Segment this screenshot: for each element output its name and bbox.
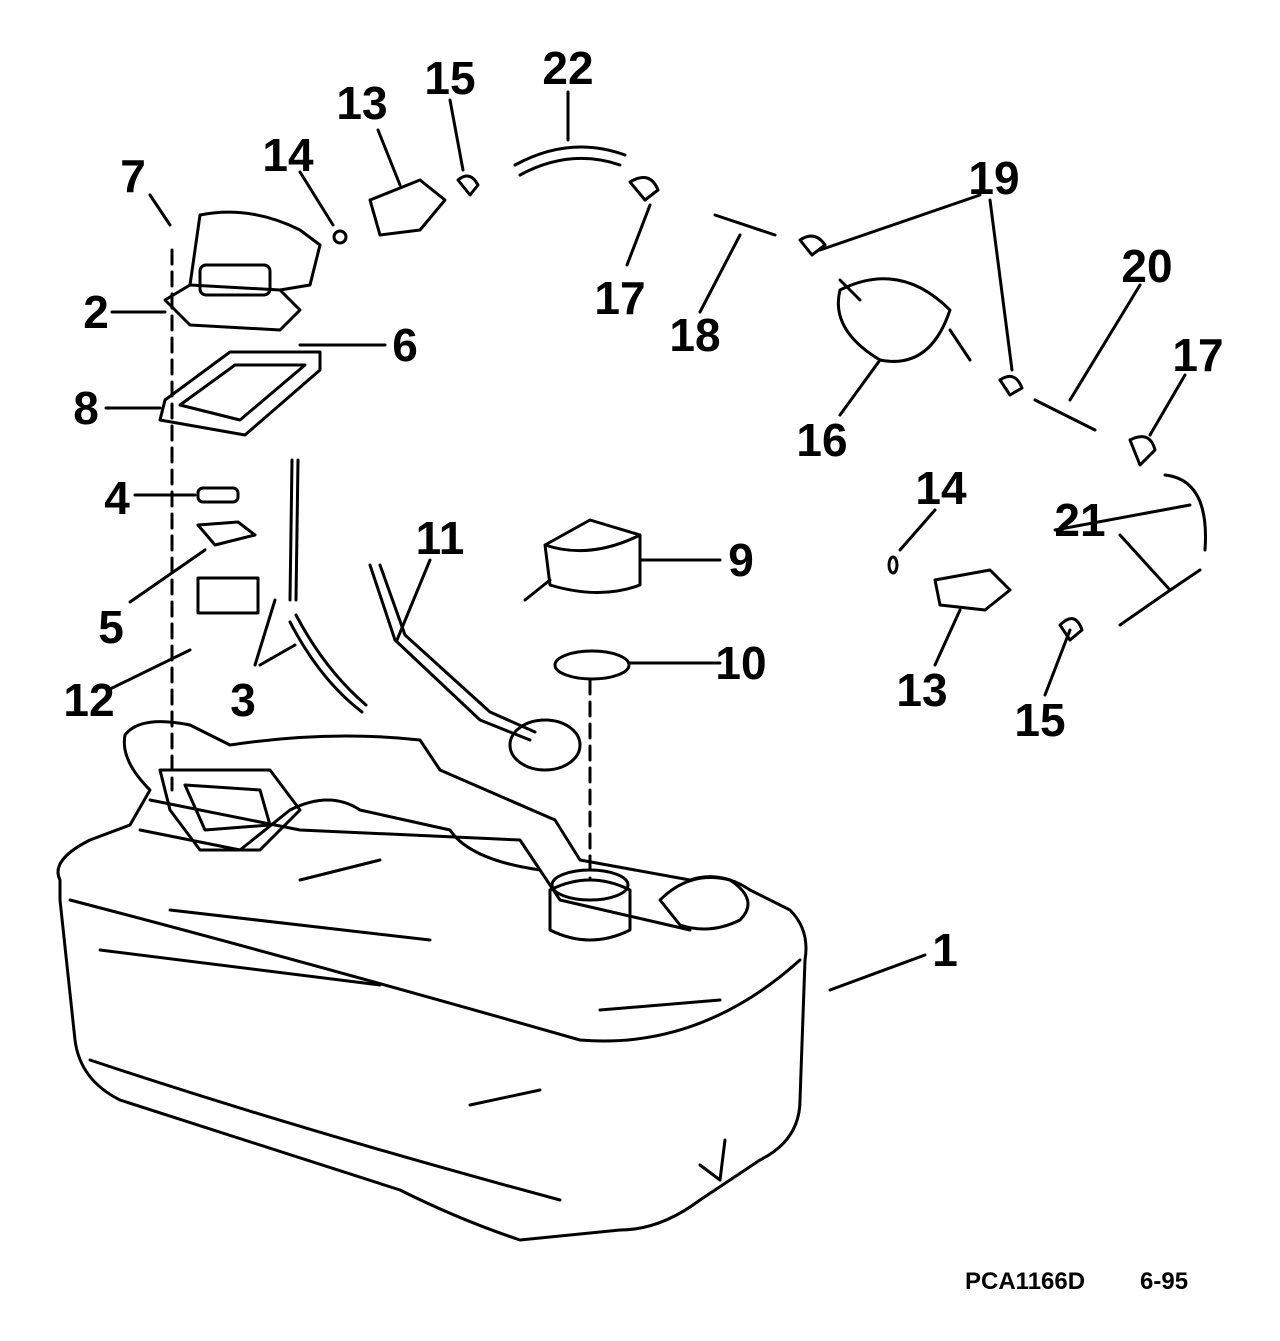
callout-14: 14 — [262, 129, 314, 181]
clamp-15b — [1058, 617, 1084, 642]
callout-18: 18 — [669, 309, 721, 361]
hose-22 — [513, 145, 627, 177]
callout-16: 16 — [796, 414, 848, 466]
cap-seal — [553, 649, 631, 681]
callout-21: 21 — [1054, 494, 1106, 546]
assembly-lines — [170, 248, 592, 882]
callout-14: 14 — [915, 462, 967, 514]
clamp-17b — [1128, 435, 1157, 467]
seal — [196, 520, 257, 547]
callout-17: 17 — [594, 272, 646, 324]
float-arm — [368, 563, 537, 742]
fitting-18 — [713, 213, 777, 237]
clamp-19 — [798, 234, 1024, 397]
clamp-17 — [628, 176, 660, 202]
fuel-tank — [56, 720, 808, 1242]
o-ring-14 — [332, 229, 348, 245]
callout-17: 17 — [1172, 329, 1224, 381]
callout-5: 5 — [98, 601, 124, 653]
connector-13b — [933, 568, 1012, 612]
retainer — [196, 486, 240, 504]
hose-21 — [1118, 473, 1207, 627]
callout-3: 3 — [230, 674, 256, 726]
connector-13 — [368, 178, 447, 237]
callout-11: 11 — [415, 512, 465, 564]
callout-15: 15 — [1014, 694, 1066, 746]
callout-22: 22 — [542, 42, 594, 94]
callout-12: 12 — [63, 674, 115, 726]
float — [508, 718, 582, 772]
callout-13: 13 — [896, 664, 948, 716]
leader-lines — [104, 90, 1192, 992]
o-ring-14b — [887, 555, 899, 575]
callout-19: 19 — [968, 152, 1020, 204]
callout-7: 7 — [120, 150, 146, 202]
callout-13: 13 — [336, 77, 388, 129]
callout-10: 10 — [715, 637, 767, 689]
callout-2: 2 — [83, 286, 109, 338]
primer-bulb — [836, 277, 972, 363]
callout-9: 9 — [728, 534, 754, 586]
callout-1: 1 — [932, 924, 958, 976]
gasket — [158, 350, 322, 437]
gasket-inner — [178, 363, 307, 422]
pickup-block — [196, 576, 260, 615]
pickup-tube — [288, 458, 368, 714]
callout-4: 4 — [104, 472, 130, 524]
callout-15: 15 — [424, 52, 476, 104]
callout-8: 8 — [73, 382, 99, 434]
drawing-id: PCA1166D — [965, 1268, 1086, 1295]
callout-20: 20 — [1121, 240, 1173, 292]
callout-6: 6 — [392, 319, 418, 371]
clamp-15 — [456, 174, 480, 197]
fuel-cap — [523, 518, 642, 602]
fitting-20 — [1033, 398, 1097, 432]
fuel-gauge-assembly — [163, 210, 322, 332]
drawing-date: 6-95 — [1140, 1268, 1189, 1295]
